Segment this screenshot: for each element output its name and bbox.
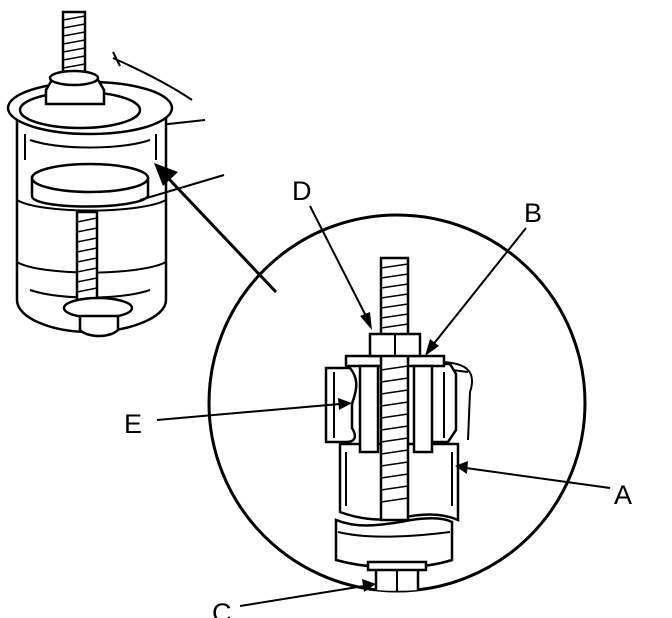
label-a: A [614,480,632,510]
overview-wire [112,51,121,67]
overview-rod-bottom-threads [76,217,98,293]
leader-b-arrowhead [425,339,439,356]
label-d: D [292,176,312,206]
receiver-base-edge [337,531,451,538]
threaded-rod-threads [380,263,409,503]
leader-a [465,467,611,489]
leader-c [239,585,365,607]
receiver-inner-walls [345,452,453,506]
detail-arm-outline [437,361,474,441]
overview-cut-line [139,174,225,201]
leader-c-arrowhead [362,579,376,592]
leader-b [431,227,527,347]
label-e: E [124,409,142,439]
overview-mid-collar-top [30,162,150,194]
overview-inner-walls [24,134,157,160]
detail-pointer-line [166,176,278,294]
label-b: B [524,198,542,228]
overview-band-1 [16,199,167,212]
label-c: C [212,598,232,618]
leader-e [156,403,341,421]
driver-left-wall [358,364,380,454]
detail-section [324,256,474,591]
overview-bottom-nut [78,314,120,338]
overview-assembly [6,10,206,338]
overview-rod-top-threads [62,15,86,69]
leader-d-arrowhead [360,312,372,330]
leader-d [309,205,368,319]
callouts [156,205,611,607]
overview-top-nut-face [48,69,100,87]
receiver-base [334,517,454,569]
leader-a-arrowhead [455,461,468,474]
overview-arm-line [112,57,193,101]
bottom-washer [366,560,428,572]
driver-right-wall [412,364,434,454]
leader-e-arrowhead [338,398,352,410]
overview-inner-edge [29,139,151,149]
detail-pointer [139,163,278,294]
detail-pointer-arrowhead [154,163,178,186]
